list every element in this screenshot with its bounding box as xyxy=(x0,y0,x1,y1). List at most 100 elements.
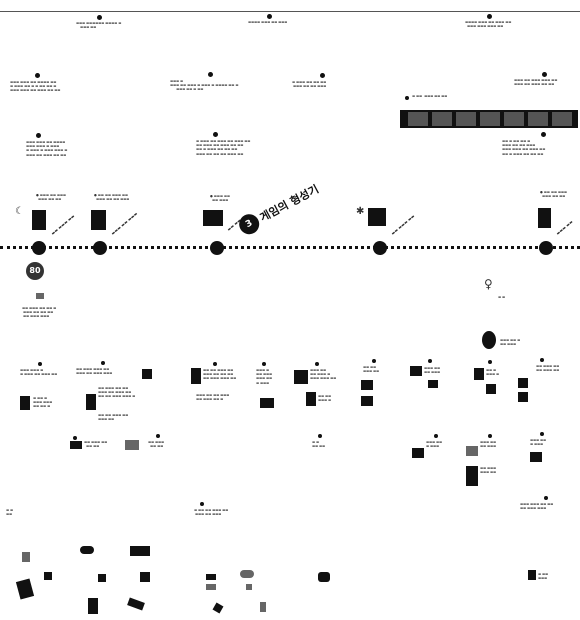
device-image xyxy=(80,546,94,554)
node-caption: ▬ ▬ ▬▬ xyxy=(6,508,14,517)
node-caption: ▬▬ ▬▬▬ ▬▬ ▬▬ ▬▬▬ ▬▬ xyxy=(536,364,560,373)
timeline-node xyxy=(539,241,553,255)
device-image xyxy=(318,572,330,582)
node-dot xyxy=(101,361,105,365)
node-dot xyxy=(372,359,376,363)
node-dot xyxy=(73,436,77,440)
node-caption: ▬▬▬ ▬▬▬ ▬▬ ▬▬ ▬▬ ▬▬▬ ▬▬▬ xyxy=(520,502,554,511)
node-label: ▬▬▬ ▬▬ ▬▬▬ xyxy=(110,210,139,236)
node-caption: ▬ ▬ xyxy=(498,295,506,299)
device-image xyxy=(130,546,150,556)
header-rule xyxy=(0,11,580,12)
node-caption: ▬ ▬▬▬ ▬▬ ▬▬▬ ▬▬ ▬▬▬ ▬▬ ▬▬ ▬▬▬ ▬▬ ▬▬▬ ▬▬ … xyxy=(196,139,251,156)
node-caption: ▬▬▬ ▬ ▬▬▬ ▬▬ ▬▬▬ ▬ ▬▬▬ ▬ ▬▬▬▬ ▬▬ ▬ ▬▬▬ ▬… xyxy=(170,79,239,92)
node-caption: ● ▬▬ ▬▬ ▬▬▬ ▬▬ ▬▬▬ ▬▬ ▬▬ ▬▬▬ xyxy=(94,193,130,202)
node-dot xyxy=(540,432,544,436)
node-caption: ● ▬▬▬ ▬▬ ▬▬ ▬▬▬ xyxy=(210,194,230,203)
node-dot xyxy=(36,133,41,138)
node-dot xyxy=(544,496,548,500)
node-dot xyxy=(542,72,547,77)
game-image xyxy=(466,446,478,456)
device-image xyxy=(206,584,216,590)
device-image xyxy=(88,598,98,614)
game-image xyxy=(91,210,106,230)
node-caption: ▬▬ ▬▬ ▬▬▬ ▬▬ xyxy=(363,365,380,374)
node-dot xyxy=(267,14,272,19)
timeline-node xyxy=(210,241,224,255)
game-image xyxy=(125,440,139,450)
game-image xyxy=(142,369,152,379)
timeline-node xyxy=(373,241,387,255)
node-dot xyxy=(541,132,546,137)
logo-badge: 80 xyxy=(26,262,44,280)
node-caption: ▬▬ ▬▬ ▬▬▬ ▬ xyxy=(318,394,332,403)
portrait-image xyxy=(482,331,496,349)
game-image xyxy=(412,448,424,458)
node-caption: ▬▬▬ ▬▬▬ ▬ ▬ ▬▬▬ ▬▬ ▬▬▬ ▬▬ xyxy=(20,368,58,377)
node-caption: ▬▬▬ ▬▬ ▬▬ ▬▬▬ xyxy=(480,440,497,449)
node-dot xyxy=(213,132,218,137)
device-image xyxy=(127,597,145,611)
node-dot xyxy=(97,15,102,20)
node-dot xyxy=(488,434,492,438)
game-image xyxy=(306,392,316,406)
node-dot xyxy=(38,362,42,366)
node-dot xyxy=(208,72,213,77)
game-image xyxy=(466,466,478,486)
game-image xyxy=(410,366,422,376)
node-dot xyxy=(428,359,432,363)
node-dot xyxy=(488,360,492,364)
node-dot xyxy=(318,434,322,438)
game-image xyxy=(518,378,528,388)
device-image xyxy=(206,574,216,580)
node-caption: ▬▬▬ ▬▬ ▬▬ ▬▬▬ xyxy=(424,366,441,375)
node-label: ▬▬ ▬▬▬ ▬▬ xyxy=(390,213,416,236)
node-label: ▬▬▬ ▬▬ xyxy=(555,219,574,236)
game-image xyxy=(368,208,386,226)
node-caption: ▬▬ ▬▬▬ ▬▬ ▬▬ ▬▬▬ ▬▬ ▬▬▬ ▬▬ ▬▬ ▬▬ ▬▬▬ ▬▬▬… xyxy=(98,386,136,399)
timeline-node xyxy=(32,241,46,255)
node-dot xyxy=(156,434,160,438)
device-image xyxy=(246,584,252,590)
device-image xyxy=(240,570,254,578)
device-image xyxy=(528,570,536,580)
node-caption: ▬▬▬ ▬▬ ▬ ▬▬ ▬▬▬ xyxy=(500,338,521,347)
node-caption: ▬▬ ▬▬▬ ▬▬ ▬▬ ▬▬ xyxy=(84,440,108,449)
node-caption: ▬ ▬▬▬ ▬▬ ▬▬ ▬▬ ▬▬▬ ▬▬ ▬▬ ▬▬▬ xyxy=(292,80,327,89)
game-image xyxy=(191,368,201,384)
game-image xyxy=(36,293,44,299)
device-image xyxy=(44,572,52,580)
node-caption: ▬▬ ▬▬▬ ▬▬▬ ▬▬ xyxy=(480,466,497,475)
node-caption: ▬ ▬▬ ▬▬▬ ▬▬ ▬▬ xyxy=(412,94,448,98)
device-image xyxy=(98,574,106,582)
timeline-axis xyxy=(0,246,580,249)
node-caption: ▬▬▬ ▬▬▬ ▬▬ ▬▬▬▬ ▬▬▬ ▬▬▬ ▬ ▬▬▬ ▬ ▬▬▬ ▬ ▬▬… xyxy=(26,140,68,157)
node-caption: ▬▬ ▬▬ ▬▬▬ ▬▬ ▬▬▬ ▬▬ xyxy=(98,413,129,422)
node-dot xyxy=(540,358,544,362)
node-dot xyxy=(315,362,319,366)
node-caption: ▬ ▬ ▬▬ ▬▬ xyxy=(312,440,326,449)
game-image xyxy=(538,208,551,228)
node-dot xyxy=(213,362,217,366)
device-image xyxy=(15,578,35,600)
node-caption: ▬▬▬▬ ▬▬▬ ▬▬ ▬▬▬ ▬▬ ▬▬▬ ▬▬▬ ▬▬▬ ▬▬ xyxy=(465,20,512,29)
game-image xyxy=(361,396,373,406)
node-caption: ▬▬▬ ▬▬▬▬▬▬ ▬▬▬▬ ▬ ▬▬▬ ▬▬ xyxy=(76,21,122,30)
icon-mark: ♀ xyxy=(484,277,493,291)
game-image xyxy=(32,210,46,230)
node-dot xyxy=(434,434,438,438)
game-image xyxy=(428,380,438,388)
node-caption: ● ▬▬ ▬▬ ▬▬▬ ▬▬▬ ▬▬ ▬▬ xyxy=(540,190,567,199)
node-caption: ▬▬ ▬▬ ▬▬▬ ▬▬ ▬▬▬ ▬▬ ▬▬ ▬▬ ▬▬ ▬▬▬ ▬▬▬ ▬▬ xyxy=(203,368,237,381)
game-image xyxy=(203,210,223,226)
node-dot xyxy=(405,96,409,100)
game-image xyxy=(294,370,308,384)
node-caption: ▬▬▬ ▬▬ ▬ ▬▬▬ xyxy=(426,440,443,449)
node-caption: ▬ ▬▬ ▬▬▬ xyxy=(538,572,549,581)
node-dot xyxy=(262,362,266,366)
era-title-text: 게임의 형성기 xyxy=(257,182,321,224)
game-image xyxy=(474,368,484,380)
game-image xyxy=(361,380,373,390)
game-image xyxy=(486,384,496,394)
node-caption: ▬ ▬▬ ▬ ▬▬▬ ▬▬▬ ▬▬ ▬▬ ▬ xyxy=(33,396,53,409)
